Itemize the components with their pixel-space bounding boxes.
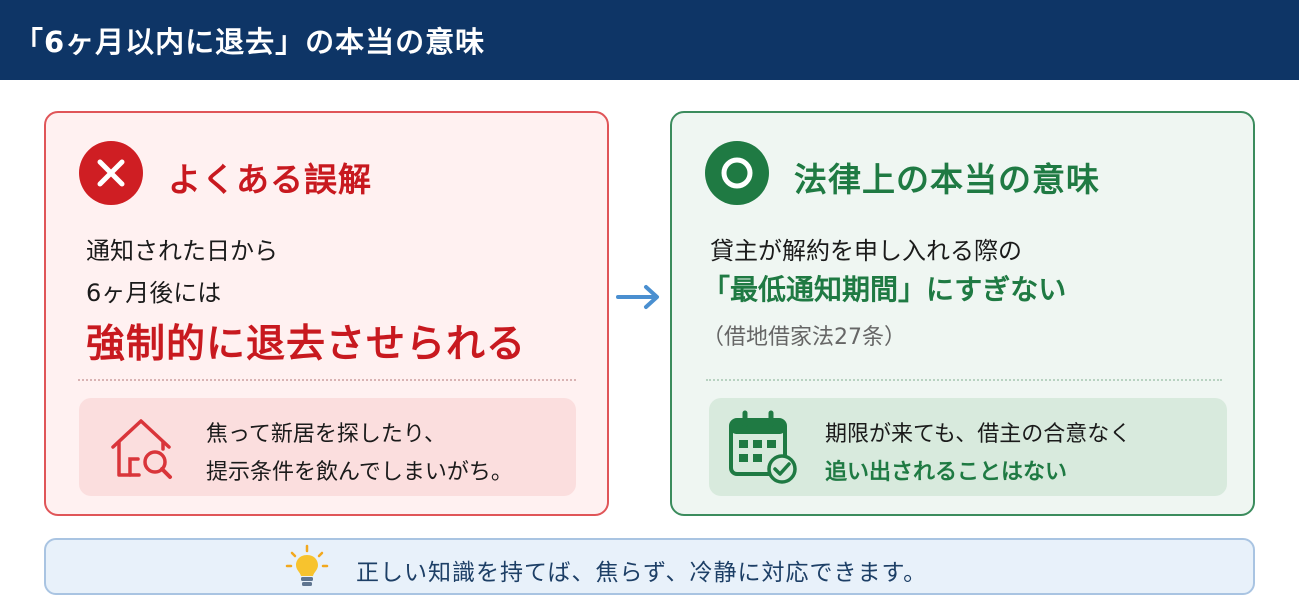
divider bbox=[706, 379, 1222, 381]
tip-banner: 正しい知識を持てば、焦らず、冷静に対応できます。 bbox=[44, 538, 1255, 595]
calendar-check-icon bbox=[725, 408, 801, 492]
legal-meaning-card: 法律上の本当の意味 貸主が解約を申し入れる際の 「最低通知期間」にすぎない （借… bbox=[670, 111, 1255, 516]
legal-meaning-note: 期限が来ても、借主の合意なく 追い出されることはない bbox=[709, 398, 1227, 496]
lightbulb-icon bbox=[284, 544, 330, 594]
legal-meaning-emphasis: 「最低通知期間」にすぎない bbox=[702, 273, 1067, 306]
misconception-note-line-1: 焦って新居を探したり、 bbox=[206, 422, 447, 447]
misconception-title: よくある誤解 bbox=[168, 160, 372, 199]
legal-meaning-note-line-2: 追い出されることはない bbox=[825, 460, 1068, 485]
divider bbox=[78, 379, 576, 381]
legal-reference: （借地借家法27条） bbox=[702, 325, 906, 350]
page-title: 「6ヶ月以内に退去」の本当の意味 bbox=[14, 25, 486, 59]
house-search-icon bbox=[105, 409, 181, 489]
misconception-line-2: 6ヶ月後には bbox=[86, 279, 222, 307]
legal-meaning-line-1: 貸主が解約を申し入れる際の bbox=[710, 237, 1022, 265]
circle-icon bbox=[705, 141, 769, 205]
legal-meaning-title: 法律上の本当の意味 bbox=[794, 160, 1100, 199]
misconception-note-line-2: 提示条件を飲んでしまいがち。 bbox=[206, 460, 513, 485]
legal-meaning-note-line-1: 期限が来ても、借主の合意なく bbox=[825, 422, 1132, 447]
cross-icon bbox=[79, 141, 143, 205]
misconception-card: よくある誤解 通知された日から 6ヶ月後には 強制的に退去させられる 焦って新居… bbox=[44, 111, 609, 516]
header-bar: 「6ヶ月以内に退去」の本当の意味 bbox=[0, 0, 1299, 80]
misconception-emphasis: 強制的に退去させられる bbox=[86, 322, 527, 367]
arrow-right-icon bbox=[614, 283, 664, 315]
misconception-note: 焦って新居を探したり、 提示条件を飲んでしまいがち。 bbox=[79, 398, 576, 496]
misconception-line-1: 通知された日から bbox=[86, 237, 278, 265]
tip-text: 正しい知識を持てば、焦らず、冷静に対応できます。 bbox=[356, 560, 928, 586]
